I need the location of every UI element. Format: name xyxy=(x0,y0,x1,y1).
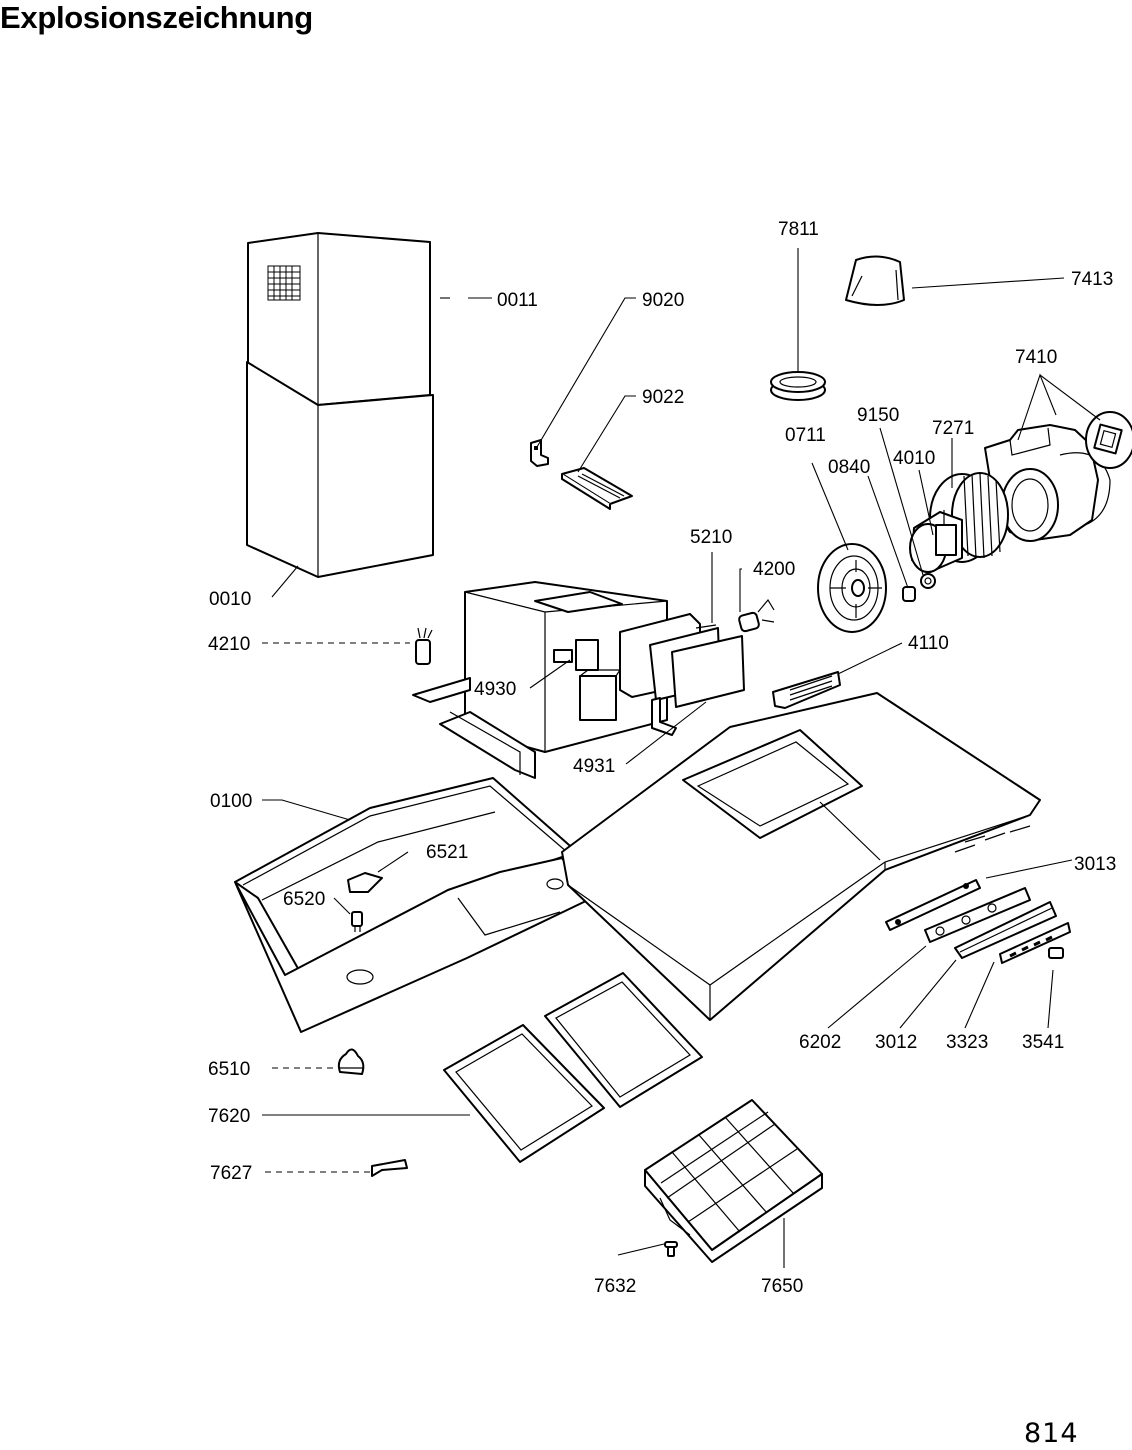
label-6202: 6202 xyxy=(799,1032,841,1053)
air-inlet-ring-0711 xyxy=(817,543,887,633)
control-strip-3013 xyxy=(885,879,981,931)
label-9150: 9150 xyxy=(857,405,899,426)
label-0711: 0711 xyxy=(785,425,826,446)
lamp-bulb-6510 xyxy=(337,1048,365,1075)
bracket-9022 xyxy=(561,467,633,510)
label-7811: 7811 xyxy=(778,219,819,240)
label-4010: 4010 xyxy=(893,448,935,469)
outlet-connector-7413 xyxy=(845,255,905,306)
chimney-lower-part-0010 xyxy=(246,361,434,578)
hood-canopy-0100 xyxy=(234,777,589,1033)
button-knob-3541 xyxy=(1048,947,1064,959)
electronic-modules-5210 xyxy=(619,613,745,708)
grease-filter-7620-a xyxy=(443,1024,605,1163)
label-5210: 5210 xyxy=(690,527,732,548)
lamp-holder-6520 xyxy=(351,911,363,932)
label-3013: 3013 xyxy=(1074,854,1116,875)
carbon-filter-7650 xyxy=(644,1099,823,1263)
fan-motor-4010 xyxy=(909,510,963,573)
label-3541: 3541 xyxy=(1022,1032,1064,1053)
leader-lines xyxy=(262,248,1101,1268)
lamp-cover-6521 xyxy=(347,872,383,893)
capacitor-4200 xyxy=(738,598,775,633)
filter-screw-7632 xyxy=(664,1241,678,1257)
label-0840: 0840 xyxy=(828,457,870,478)
label-9022: 9022 xyxy=(642,387,684,408)
label-4930: 4930 xyxy=(474,679,516,700)
label-7650: 7650 xyxy=(761,1276,803,1297)
label-6520: 6520 xyxy=(283,889,325,910)
label-4931: 4931 xyxy=(573,756,615,777)
fan-housing-7410 xyxy=(984,424,1111,542)
terminal-strip-4110 xyxy=(772,671,841,709)
label-4210: 4210 xyxy=(208,634,250,655)
label-0100: 0100 xyxy=(210,791,252,812)
label-7620: 7620 xyxy=(208,1106,250,1127)
label-6510: 6510 xyxy=(208,1059,250,1080)
label-6521: 6521 xyxy=(426,842,468,863)
bracket-9020 xyxy=(530,439,549,467)
label-3323: 3323 xyxy=(946,1032,988,1053)
label-7410: 7410 xyxy=(1015,347,1057,368)
hood-top-panel xyxy=(561,692,1041,1021)
seal-ring-7811 xyxy=(770,371,826,401)
chimney-vent-grille xyxy=(267,265,301,301)
label-4110: 4110 xyxy=(908,633,949,654)
fan-cover-7410 xyxy=(1085,411,1132,469)
page-number: 814 xyxy=(1024,1418,1079,1449)
label-7271: 7271 xyxy=(932,418,974,439)
control-housing-3012 xyxy=(954,901,1057,959)
motor-nut-9150 xyxy=(920,573,936,589)
control-board-6202 xyxy=(924,887,1031,943)
label-7627: 7627 xyxy=(210,1163,252,1184)
lamp-cap-4210 xyxy=(415,627,433,665)
switch-modules-4930 xyxy=(553,639,622,721)
label-0010: 0010 xyxy=(209,589,251,610)
filter-clip-7627 xyxy=(371,1159,408,1177)
label-7632: 7632 xyxy=(594,1276,636,1297)
bracket-4931 xyxy=(651,697,677,736)
page-title: Explosionszeichnung xyxy=(0,0,313,35)
part-number-labels: 0011 0010 9020 9022 7811 7413 7410 9150 … xyxy=(208,219,1116,1297)
label-7413: 7413 xyxy=(1071,269,1113,290)
motor-coupling-0840 xyxy=(902,586,916,602)
label-3012: 3012 xyxy=(875,1032,917,1053)
label-0011: 0011 xyxy=(497,290,538,311)
label-4200: 4200 xyxy=(753,559,795,580)
grease-filter-7620-b xyxy=(544,972,703,1108)
button-panel-3323 xyxy=(999,922,1071,964)
label-9020: 9020 xyxy=(642,290,684,311)
